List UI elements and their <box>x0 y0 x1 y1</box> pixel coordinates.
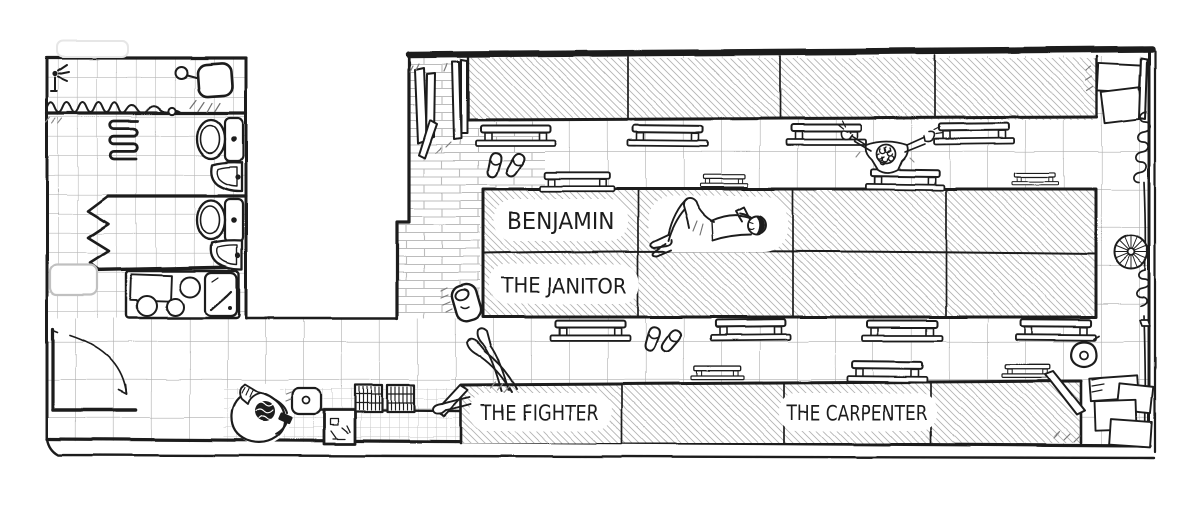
bucket <box>1070 335 1100 368</box>
top-platform-row <box>466 54 1099 122</box>
kitchen-counter <box>124 269 241 320</box>
radiator-coil <box>108 119 140 161</box>
bed-label-janitor: THE JANITOR <box>500 274 627 298</box>
bottom-platform-row: THE FIGHTER THE CARPENTER <box>459 379 1083 445</box>
box-pile <box>1044 370 1155 449</box>
label-fighter: THE FIGHTER <box>470 393 612 431</box>
label-benjamin: BENJAMIN <box>494 199 628 241</box>
toilet-2 <box>195 197 245 244</box>
label-janitor: THE JANITOR <box>489 264 639 304</box>
doormats <box>353 383 416 414</box>
fan-wheel <box>1113 234 1149 270</box>
leaning-boards <box>409 59 468 159</box>
toilet-1 <box>195 116 245 163</box>
clog <box>440 283 483 323</box>
tray-frame <box>322 408 357 446</box>
island-platforms: BENJAMIN THE JANITOR <box>481 187 1098 319</box>
radiator-pipe-squiggle <box>45 101 181 124</box>
floor-mat <box>48 40 129 297</box>
bed-label-fighter: THE FIGHTER <box>480 401 599 425</box>
label-carpenter: THE CARPENTER <box>779 393 937 431</box>
bed-label-benjamin: BENJAMIN <box>508 207 615 235</box>
bed-label-carpenter: THE CARPENTER <box>786 401 928 425</box>
walking-man <box>837 120 944 174</box>
stool <box>285 386 323 416</box>
door-swing <box>51 327 138 412</box>
shower-curtain-zigzag <box>86 194 111 271</box>
walls <box>45 45 1157 460</box>
legs-up-person <box>432 327 518 415</box>
sitting-person <box>230 383 293 445</box>
wash-basin <box>174 62 234 113</box>
washroom <box>45 40 245 412</box>
plank-stack-top-right <box>1085 57 1148 125</box>
shower-head-icon <box>50 64 70 92</box>
lying-man <box>648 196 788 257</box>
curly-hair-icon <box>255 401 275 421</box>
